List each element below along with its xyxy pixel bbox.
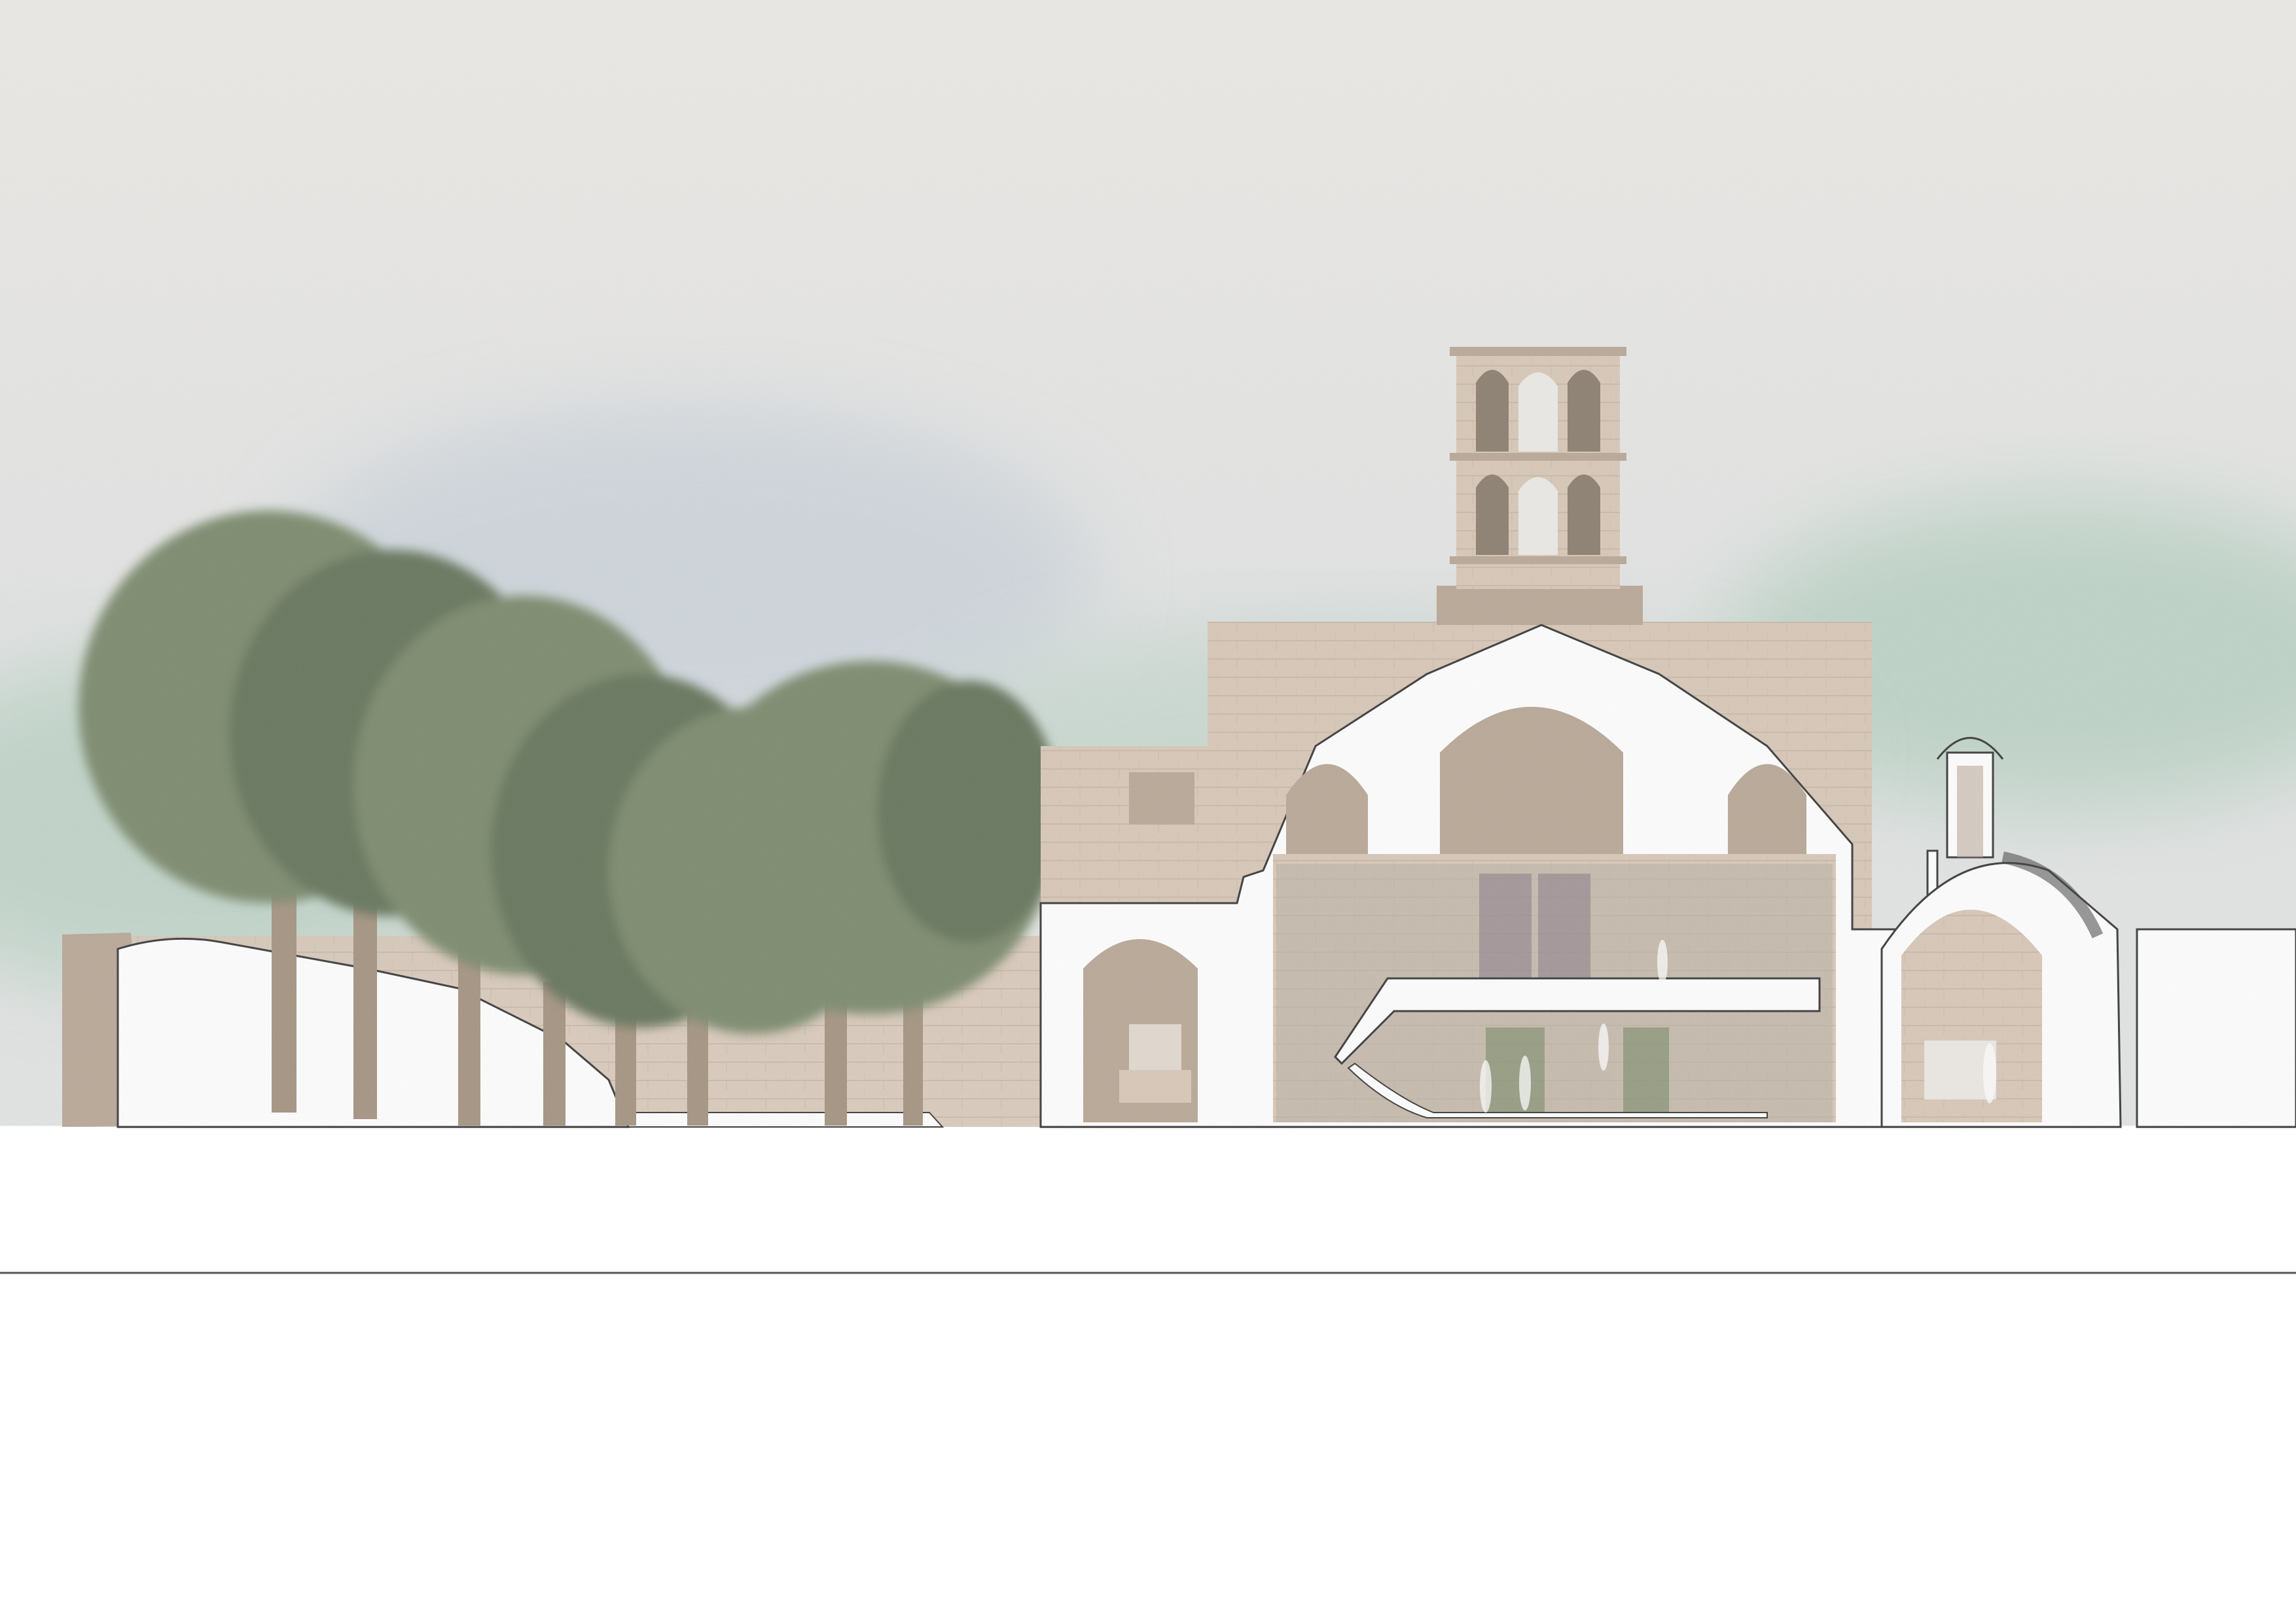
ground-section-cut — [0, 1127, 2296, 1623]
paper-grain — [0, 0, 2296, 1127]
